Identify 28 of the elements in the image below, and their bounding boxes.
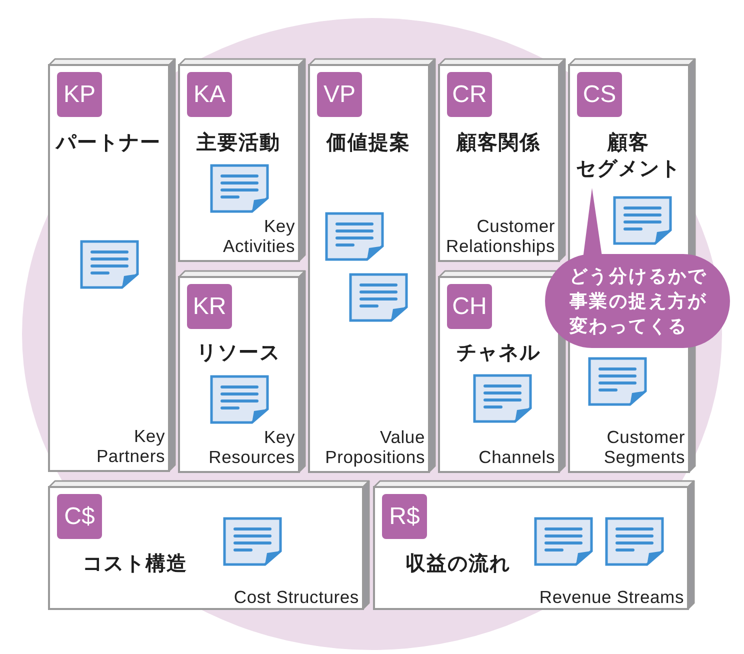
heading-text: パートナー xyxy=(54,129,162,155)
caption-text: Key Resources xyxy=(208,427,295,467)
abbreviation-badge: VP xyxy=(317,72,362,117)
caption-text: Key Activities xyxy=(222,216,295,256)
abbreviation-badge: CH xyxy=(447,284,492,329)
heading-text: コスト構造 xyxy=(82,550,188,576)
abbreviation-badge: C$ xyxy=(57,494,102,539)
callout-text: どう分けるかで事業の捉え方が変わってくる xyxy=(570,265,708,339)
abbreviation-badge: KR xyxy=(187,284,232,329)
heading-text: チャネル xyxy=(456,339,542,365)
heading-text: 主要活動 xyxy=(196,129,282,155)
caption-text: Key Partners xyxy=(96,426,165,466)
caption-text: Value Propositions xyxy=(325,427,425,467)
heading-text: 収益の流れ xyxy=(404,550,512,576)
caption-text: Channels xyxy=(478,447,555,467)
caption-text: Cost Structures xyxy=(234,587,359,607)
heading-text: 顧客セグメント xyxy=(575,129,682,181)
heading-text: 顧客関係 xyxy=(455,129,542,155)
heading-text: リソース xyxy=(196,339,282,365)
abbreviation-badge: CS xyxy=(577,72,622,117)
abbreviation-badge: KA xyxy=(187,72,232,117)
abbreviation-badge: CR xyxy=(447,72,492,117)
caption-text: Revenue Streams xyxy=(539,587,684,607)
caption-text: Customer Relationships xyxy=(446,216,555,256)
abbreviation-badge: KP xyxy=(57,72,102,117)
heading-text: 価値提案 xyxy=(325,129,412,155)
abbreviation-badge: R$ xyxy=(382,494,427,539)
caption-text: Customer Segments xyxy=(604,427,685,467)
